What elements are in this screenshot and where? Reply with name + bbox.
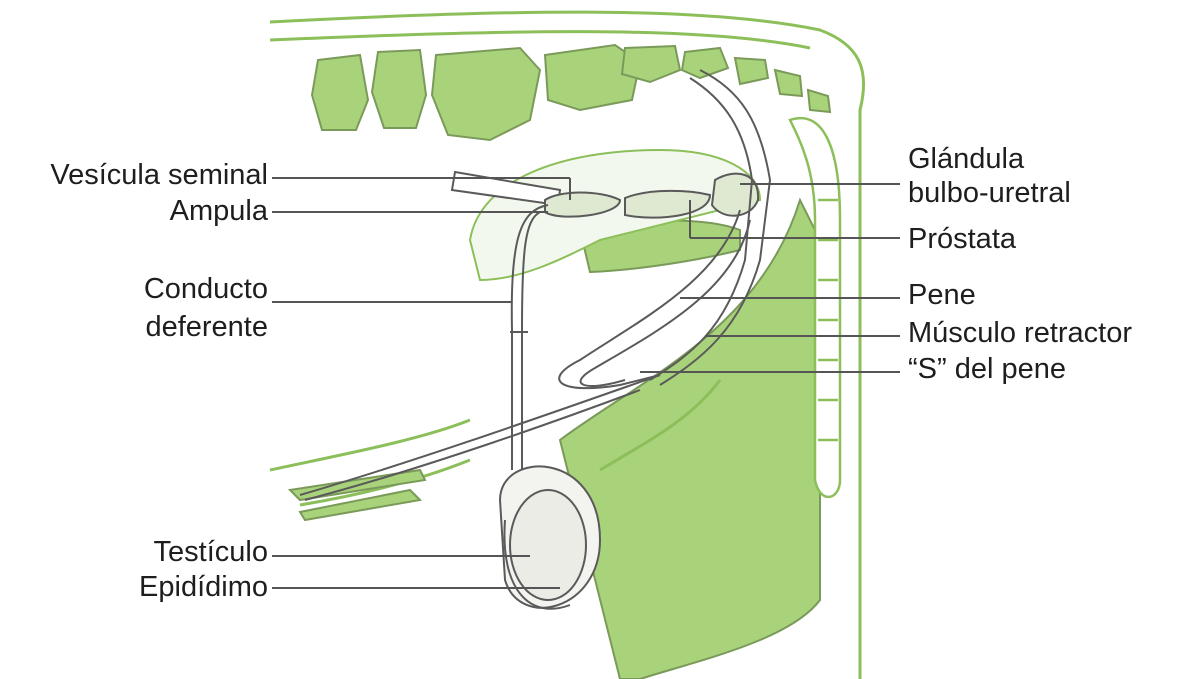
label-conducto-line1: Conducto — [10, 272, 268, 306]
label-pene: Pene — [908, 278, 976, 312]
vertebrae — [312, 45, 830, 140]
label-epididimo: Epidídimo — [10, 570, 268, 604]
label-glandula-line1: Glándula — [908, 142, 1024, 176]
label-testiculo: Testículo — [10, 535, 268, 569]
label-glandula-line2: bulbo-uretral — [908, 176, 1071, 210]
label-prostata: Próstata — [908, 222, 1016, 256]
label-conducto-line2: deferente — [10, 310, 268, 344]
label-vesicula-seminal: Vesícula seminal — [10, 158, 268, 192]
label-s-del-pene: “S” del pene — [908, 352, 1066, 386]
label-musculo-retractor: Músculo retractor — [908, 316, 1132, 350]
label-ampula: Ampula — [10, 194, 268, 228]
